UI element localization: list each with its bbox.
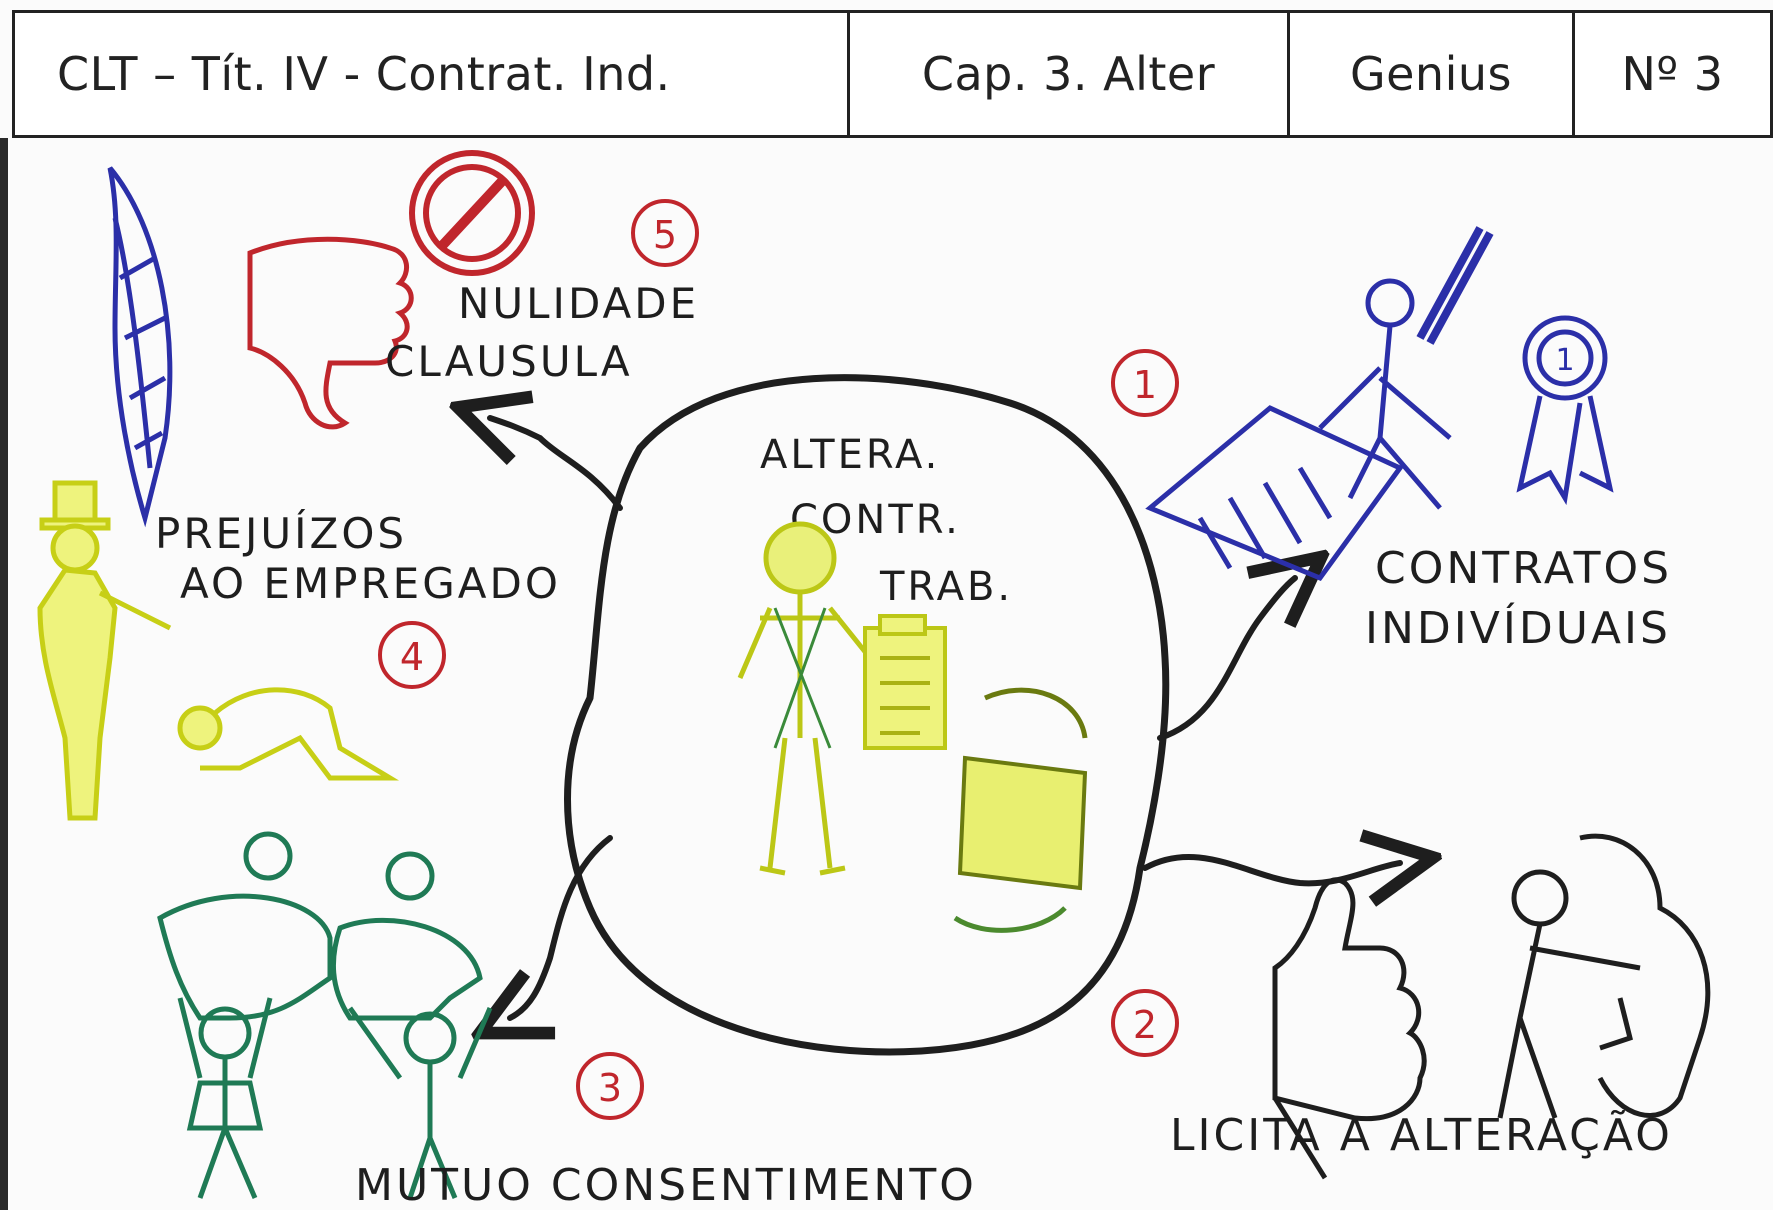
header-table: CLT – Tít. IV - Contrat. Ind. Cap. 3. Al… (12, 10, 1773, 138)
number-badge-3 (576, 1052, 644, 1120)
nulidade-line-2: CLAUSULA (385, 337, 633, 386)
number-5: 5 (653, 213, 677, 257)
svg-text:1: 1 (1555, 343, 1574, 378)
branch-nulidade: 5 NULIDADE CLAUSULA (107, 150, 699, 528)
header-title: CLT – Tít. IV - Contrat. Ind. (15, 13, 850, 135)
contratos-line-1: CONTRATOS (1375, 543, 1672, 594)
header-chapter: Cap. 3. Alter (850, 13, 1290, 135)
branch-arrows (490, 418, 1400, 1018)
handshake-figures-icon (1497, 833, 1711, 1119)
arrow-to-licita (1142, 857, 1400, 883)
number-badge-4 (378, 621, 446, 689)
number-badge-1 (1111, 349, 1179, 417)
licita-text: LICITA A ALTERAÇÃO (1170, 1109, 1673, 1161)
number-4: 4 (400, 635, 424, 679)
branch-prejuizos: 4 PREJUÍZOS AO EMPREGADO (37, 480, 561, 821)
prejuizos-line-2: AO EMPREGADO (180, 559, 561, 608)
feather-icon (107, 166, 173, 528)
branch-mutuo: 3 MUTUO CONSENTIMENTO (157, 831, 977, 1210)
award-ribbon-icon: 1 (1516, 315, 1614, 506)
branch-licita: 2 LICITA A ALTERAÇÃO (1111, 833, 1711, 1180)
center-line-1: ALTERA. (760, 432, 940, 478)
central-bubble (564, 374, 1170, 1056)
prejuizos-line-1: PREJUÍZOS (155, 508, 407, 558)
header-brand: Genius (1290, 13, 1575, 135)
contratos-line-2: INDIVÍDUAIS (1365, 601, 1671, 654)
thumbs-up-icon (1272, 877, 1427, 1180)
number-2: 2 (1133, 1003, 1157, 1047)
number-3: 3 (598, 1066, 622, 1110)
header-number: Nº 3 (1621, 47, 1724, 101)
number-badge-2 (1111, 989, 1179, 1057)
center-line-3: TRAB. (879, 564, 1013, 610)
nulidade-line-1: NULIDADE (458, 279, 699, 328)
thumbs-down-icon (247, 236, 414, 430)
arrow-to-nulidade (490, 418, 623, 511)
top-hat-man-icon (37, 480, 172, 821)
pen-writing-icon (1145, 226, 1494, 582)
number-badge-5 (631, 199, 699, 267)
people-puzzle-icon (157, 831, 493, 1199)
exchange-icon (953, 687, 1088, 933)
arrow-to-contratos (1157, 578, 1295, 741)
arrow-to-mutuo (510, 835, 613, 1018)
scan-edge (0, 138, 8, 1210)
document-icon (863, 614, 947, 750)
diagram-canvas: ALTERA. CONTR. TRAB. 1 (37, 150, 1711, 1210)
branch-contratos: 1 1 CONTRATOS INDIVÍDUAIS (1111, 226, 1672, 654)
prohibited-icon (409, 150, 535, 276)
mutuo-text: MUTUO CONSENTIMENTO (355, 1160, 977, 1210)
worker-icon (737, 521, 872, 876)
kneeling-person-icon (177, 687, 400, 781)
number-1: 1 (1133, 363, 1157, 407)
